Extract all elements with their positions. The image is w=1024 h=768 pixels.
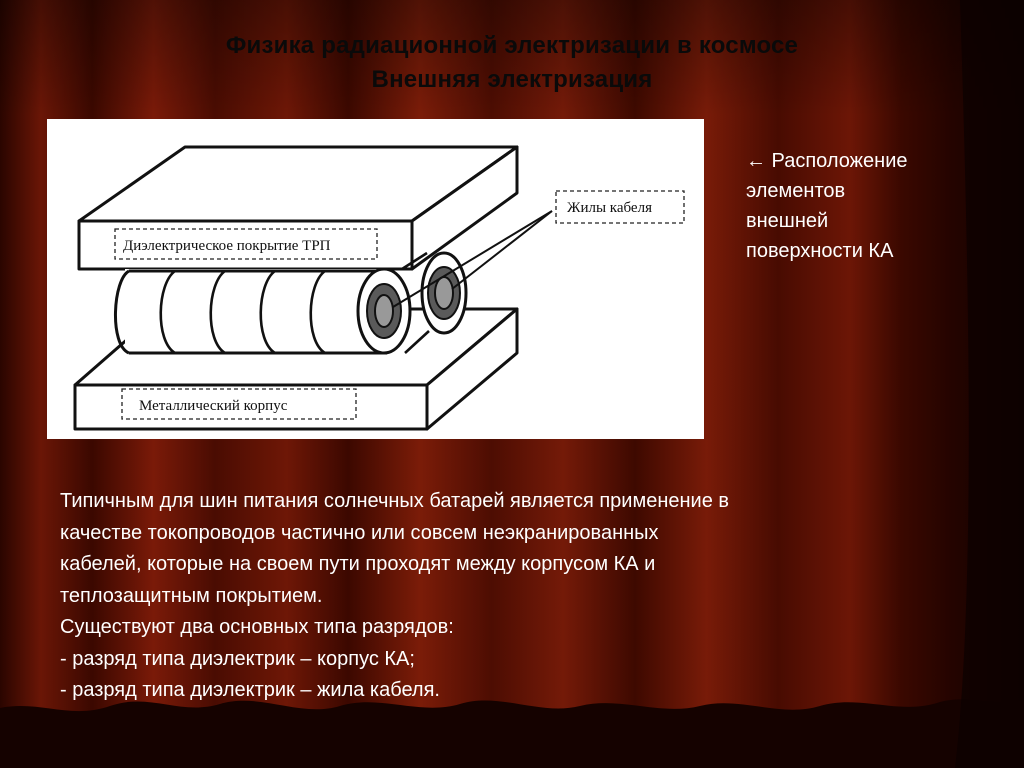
body-line: Существуют два основных типа разрядов: [60,616,454,638]
cable-end-core [374,294,394,328]
caption-line: поверхности КА [746,240,894,262]
diagram-caption: ← Расположение элементов внешней поверхн… [746,146,986,266]
body-line: Типичным для шин питания солнечных батар… [60,490,730,512]
leader-line-1 [392,210,553,308]
cable-ring-3 [259,269,276,355]
body-line: кабелей, которые на своем пути проходят … [60,553,656,575]
cable2-end-core [434,276,454,310]
cable-ring-4 [309,269,326,355]
leader-line-2 [451,210,553,290]
metal-slab-side [425,307,519,431]
caption-line: элементов [746,180,846,202]
body-line: теплозащитным покрытием. [60,584,323,607]
cable-ring-1 [159,269,176,355]
cable-tube-body [125,269,389,355]
cable-label: Жилы кабеля [567,200,652,216]
cable-tube-left-end [113,269,130,355]
metal-label-box [121,388,357,420]
cable2-outline [401,251,430,354]
slide-subtitle: Внешняя электризация [371,66,653,93]
cable-layout-diagram: Диэлектрическое покрытие ТРП Жилы кабеля… [73,145,685,431]
metal-label: Металлический корпус [139,398,288,414]
body-paragraph: Типичным для шин питания солнечных батар… [60,486,960,707]
caption-line: ← Расположение [746,150,908,172]
body-line: качестве токопроводов частично или совсе… [60,521,659,544]
cable-label-box [555,190,685,224]
body-line: - разряд типа диэлектрик – корпус КА; [60,647,415,670]
caption-line: внешней [746,210,829,232]
dielectric-label-box [114,228,378,260]
diagram-panel: Диэлектрическое покрытие ТРП Жилы кабеля… [47,119,704,439]
cable-tube-outline [129,269,387,355]
dielectric-label: Диэлектрическое покрытие ТРП [123,238,331,254]
slide-title: Физика радиационной электризации в космо… [225,32,799,59]
body-line: - разряд типа диэлектрик – жила кабеля. [60,679,440,701]
cable-ring-2 [209,269,226,355]
dielectric-slab-side [410,145,519,271]
